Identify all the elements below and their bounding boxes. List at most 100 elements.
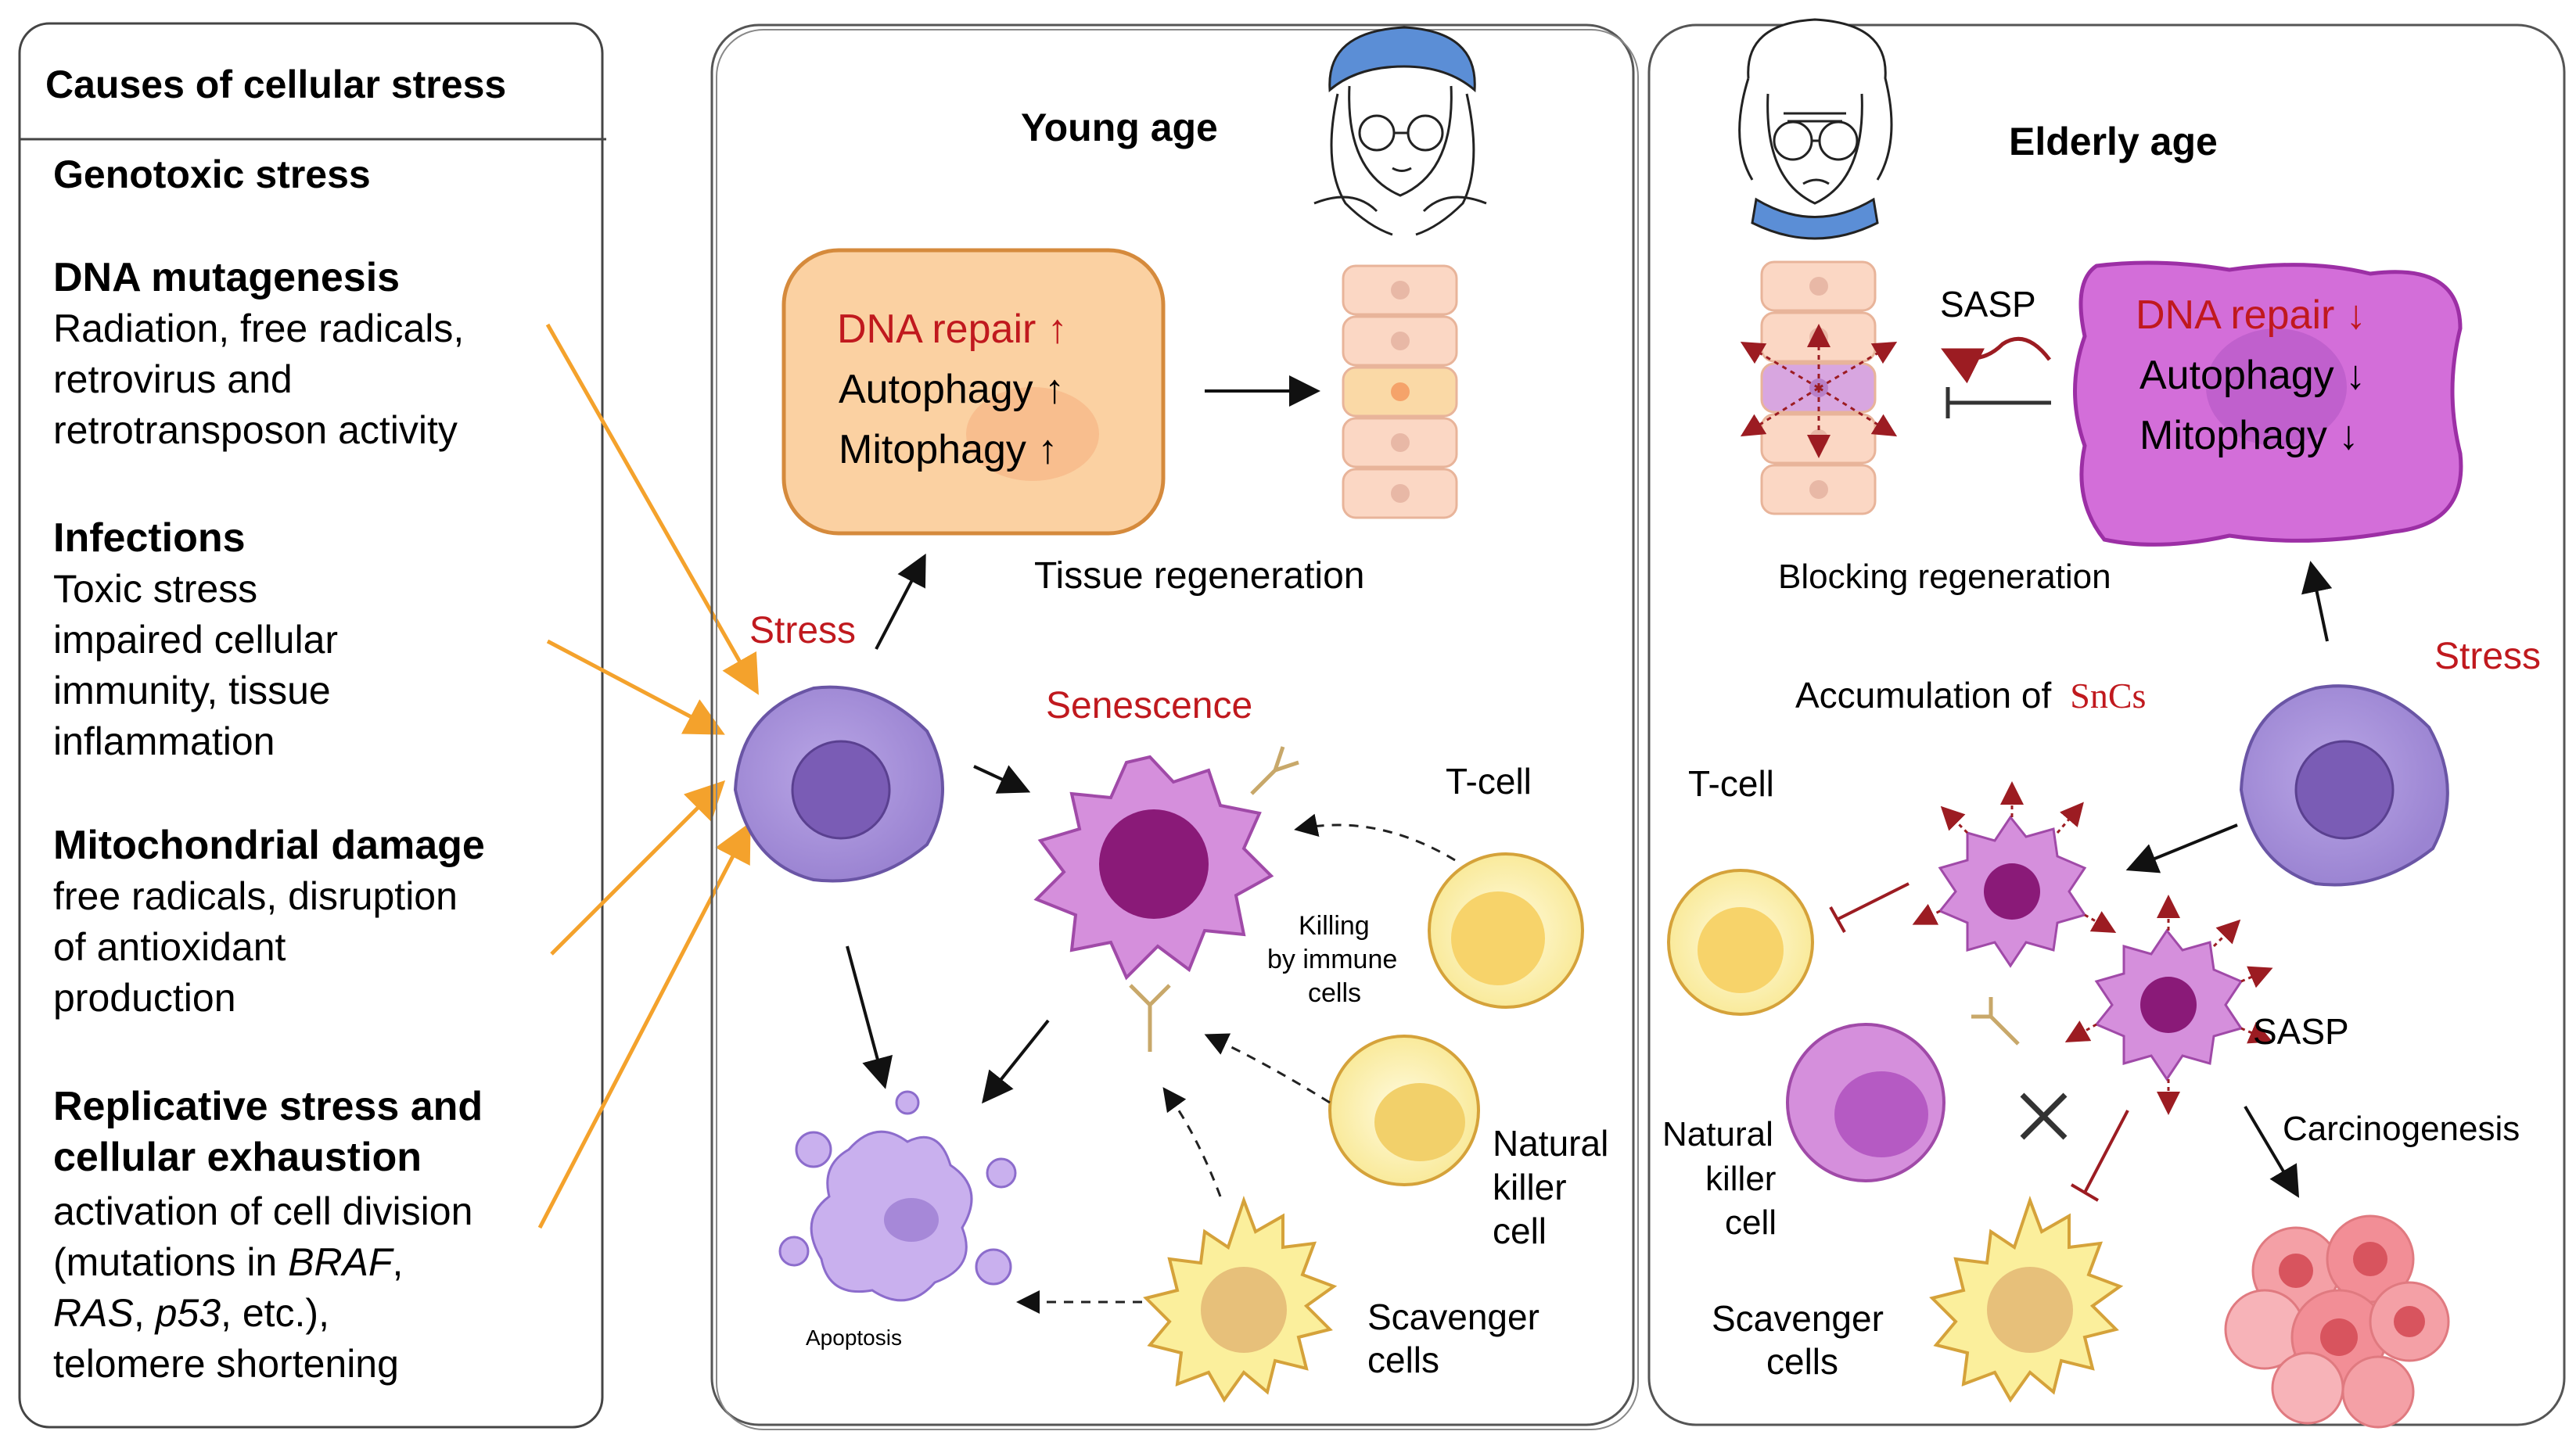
sncs-text: SnCs xyxy=(2070,676,2146,716)
apoptosis-label: Apoptosis xyxy=(806,1325,902,1350)
elderly-tissue-column xyxy=(1760,260,1877,515)
apoptotic-cell xyxy=(778,1090,1017,1302)
elderly-sasp-label: SASP xyxy=(2253,1011,2349,1052)
dna-mutagenesis-heading: DNA mutagenesis xyxy=(53,255,400,300)
young-nk-line-2: killer xyxy=(1493,1167,1567,1207)
young-nk-line-1: Natural xyxy=(1493,1123,1608,1164)
senescent-to-apoptosis-arrow xyxy=(982,1019,1050,1104)
senescence-label: Senescence xyxy=(1046,685,1252,726)
causes-panel: Causes of cellular stress Genotoxic stre… xyxy=(18,22,606,1429)
infections-heading: Infections xyxy=(53,515,246,561)
replicative-line-2: (mutations in BRAF, xyxy=(53,1240,403,1284)
young-stress-label: Stress xyxy=(749,610,856,651)
scavenger-attack-arrow xyxy=(1162,1087,1222,1197)
young-tissue-regeneration: Tissue regeneration xyxy=(1034,555,1364,597)
blocking-inhibition-line xyxy=(1945,387,2051,418)
elderly-scavenger-line-2: cells xyxy=(1766,1341,1838,1382)
young-nk-line-3: cell xyxy=(1493,1211,1547,1251)
nk-attack-arrow xyxy=(1204,1033,1331,1104)
killing-line-1: Killing xyxy=(1299,911,1370,941)
infections-line-4: inflammation xyxy=(53,719,275,763)
carcinogenesis-label: Carcinogenesis xyxy=(2283,1110,2520,1148)
infections-line-1: Toxic stress xyxy=(53,567,257,611)
young-repair-box: DNA repair ↑ Autophagy ↑ Mitophagy ↑ xyxy=(781,248,1166,536)
elderly-mitophagy: Mitophagy ↓ xyxy=(2139,413,2359,458)
accumulation-label: Accumulation of SnCs xyxy=(1795,675,2146,716)
gene-ras: RAS xyxy=(53,1291,134,1335)
stressed-to-apoptosis-arrow xyxy=(846,945,893,1089)
dna-line-3: retrotransposon activity xyxy=(53,408,458,452)
elderly-panel: Elderly age xyxy=(1647,18,2566,1429)
young-tissue-column xyxy=(1342,264,1458,519)
mito-line-1: free radicals, disruption xyxy=(53,874,458,918)
young-scavenger-line-2: cells xyxy=(1367,1340,1439,1380)
replicative-line-1: activation of cell division xyxy=(53,1189,472,1233)
elderly-nk-line-3: cell xyxy=(1725,1203,1777,1242)
young-senescent-cell xyxy=(1033,755,1274,981)
young-tcell xyxy=(1428,852,1584,1009)
sasp-diffusion-arrows xyxy=(1740,324,1898,458)
elderly-woman-face-icon xyxy=(1738,18,1893,240)
killing-line-2: by immune xyxy=(1267,945,1397,974)
sasp-wave-arrow xyxy=(1941,336,2051,384)
scavenger-inhibition-line xyxy=(2070,1110,2129,1202)
stressed-to-senescent-arrow xyxy=(973,765,1031,794)
gene-braf: BRAF xyxy=(288,1240,394,1284)
replicative-line-3-mid: , xyxy=(134,1291,156,1335)
young-stressed-cell xyxy=(733,685,944,883)
mito-line-2: of antioxidant xyxy=(53,925,286,969)
young-scavenger-line-1: Scavenger xyxy=(1367,1297,1539,1337)
replicative-heading-2: cellular exhaustion xyxy=(53,1135,422,1180)
cause-arrow-dna xyxy=(545,323,759,695)
elderly-stress-label: Stress xyxy=(2434,636,2541,677)
replicative-heading-1: Replicative stress and xyxy=(53,1084,483,1129)
young-panel: Young age DNA repair ↑ Autophagy ↑ Mitop… xyxy=(710,23,1639,1430)
elderly-tcell xyxy=(1667,869,1814,1016)
elderly-autophagy: Autophagy ↓ xyxy=(2139,353,2366,398)
elderly-blocking: Blocking regeneration xyxy=(1778,558,2111,596)
elderly-stressed-cell xyxy=(2239,684,2449,887)
dna-line-2: retrovirus and xyxy=(53,357,293,401)
tcell-attack-arrow xyxy=(1294,813,1456,862)
young-stress-arrow xyxy=(875,553,926,650)
accumulation-text: Accumulation of xyxy=(1795,675,2051,716)
tumor-cluster-icon xyxy=(2224,1214,2450,1429)
replicative-line-4: telomere shortening xyxy=(53,1342,399,1386)
elderly-stressed-to-snc-arrow xyxy=(2125,823,2238,873)
elderly-scavenger-cell xyxy=(1929,1196,2124,1403)
replicative-line-3-post: , etc.), xyxy=(221,1291,329,1335)
young-tcell-label: T-cell xyxy=(1446,761,1532,802)
elderly-title: Elderly age xyxy=(2009,120,2218,163)
elderly-stress-up-arrow xyxy=(2301,561,2333,642)
genotoxic-heading: Genotoxic stress xyxy=(53,152,371,196)
young-title: Young age xyxy=(1021,106,1218,149)
infections-line-2: impaired cellular xyxy=(53,618,338,662)
cause-arrow-mito xyxy=(550,780,726,956)
replicative-line-2-post: , xyxy=(392,1240,403,1284)
elderly-repair-box: DNA repair ↓ Autophagy ↓ Mitophagy ↓ xyxy=(2073,260,2463,547)
young-nk-cell xyxy=(1328,1035,1480,1186)
elderly-antibody-icon xyxy=(1971,997,2020,1046)
elderly-nk-line-2: killer xyxy=(1705,1160,1776,1198)
gene-p53: p53 xyxy=(154,1291,221,1335)
young-dna-repair: DNA repair ↑ xyxy=(837,307,1068,352)
cause-arrow-infections xyxy=(546,639,725,735)
mito-line-3: production xyxy=(53,976,236,1020)
inhibition-cross-icon xyxy=(2020,1092,2068,1140)
young-autophagy: Autophagy ↑ xyxy=(839,367,1065,412)
antibody-icon xyxy=(1129,746,1299,1052)
young-scavenger-cell xyxy=(1143,1196,1338,1403)
elderly-scavenger-line-1: Scavenger xyxy=(1712,1298,1884,1339)
elderly-nk-cell xyxy=(1786,1023,1945,1182)
replicative-line-3: RAS, p53, etc.), xyxy=(53,1291,329,1335)
infections-line-3: immunity, tissue xyxy=(53,669,331,712)
elderly-senescent-cell-2 xyxy=(2094,928,2244,1082)
elderly-dna-repair: DNA repair ↓ xyxy=(2136,292,2366,338)
tcell-inhibition-line xyxy=(1829,882,1910,933)
mito-heading: Mitochondrial damage xyxy=(53,823,485,868)
elderly-nk-line-1: Natural xyxy=(1662,1115,1773,1153)
snc-sasp-arrows xyxy=(1912,781,2273,1115)
elderly-senescent-cell-1 xyxy=(1938,815,2087,968)
killing-line-3: cells xyxy=(1308,978,1361,1008)
